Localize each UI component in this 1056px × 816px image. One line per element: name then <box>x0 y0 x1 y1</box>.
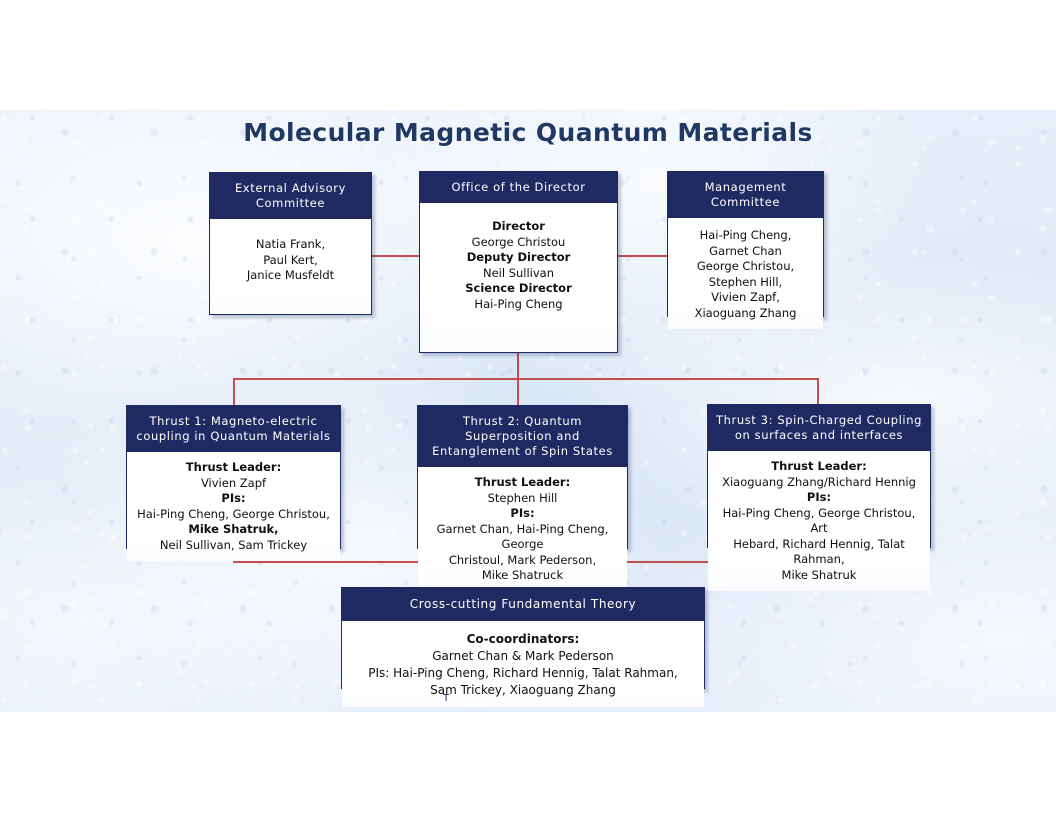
director-label: Director <box>492 219 545 233</box>
thrust2-leader-label: Thrust Leader: <box>474 475 571 489</box>
eac-member-2: Paul Kert, <box>263 252 318 267</box>
thrust3-pis-line-1: Hai-Ping Cheng, George Christou, Art <box>722 505 916 536</box>
box-office-of-the-director[interactable]: Office of the Director Director George C… <box>419 171 618 353</box>
thrust3-pis-label: PIs: <box>806 490 832 504</box>
box-thrust-3[interactable]: Thrust 3: Spin-Charged Coupling on surfa… <box>707 404 931 591</box>
box-header-external-advisory: External Advisory Committee <box>210 173 371 219</box>
box-header-cross-cutting: Cross-cutting Fundamental Theory <box>342 588 704 621</box>
connector-director-to-management <box>618 255 667 257</box>
connector-bus-drop-thrust3 <box>817 378 819 415</box>
deputy-director-name: Neil Sullivan <box>482 265 555 280</box>
mgmt-member-3: George Christou, <box>696 259 795 273</box>
mgmt-member-5: Vivien Zapf, <box>711 290 780 304</box>
box-external-advisory-committee[interactable]: External Advisory Committee Natia Frank,… <box>209 172 372 315</box>
box-body-cross-cutting: Co-coordinators: Garnet Chan & Mark Pede… <box>342 621 704 707</box>
crosscut-pis-line-1: PIs: Hai-Ping Cheng, Richard Hennig, Tal… <box>368 666 678 680</box>
thrust3-pis-line-2: Hebard, Richard Hennig, Talat Rahman, <box>733 536 905 567</box>
box-header-thrust-1: Thrust 1: Magneto-electric coupling in Q… <box>127 406 340 452</box>
box-body-thrust-3: Thrust Leader: Xiaoguang Zhang/Richard H… <box>708 451 930 591</box>
mgmt-member-6: Xiaoguang Zhang <box>694 305 797 320</box>
box-header-thrust-2: Thrust 2: Quantum Superposition and Enta… <box>418 406 627 467</box>
slide-canvas: Molecular Magnetic Quantum Materials Ext… <box>0 110 1056 712</box>
mgmt-member-1: Hai-Ping Cheng, <box>699 228 792 242</box>
box-body-thrust-1: Thrust Leader: Vivien Zapf PIs: Hai-Ping… <box>127 452 340 561</box>
crosscut-coordinators-label: Co-coordinators: <box>466 632 580 646</box>
box-cross-cutting-fundamental-theory[interactable]: Cross-cutting Fundamental Theory Co-coor… <box>341 587 705 707</box>
mgmt-member-2: Garnet Chan <box>709 243 782 258</box>
eac-member-1: Natia Frank, <box>255 237 326 251</box>
thrust1-pis-line-2: Mike Shatruk, <box>188 522 279 536</box>
connector-eac-to-director <box>372 255 419 257</box>
thrust2-pis-label: PIs: <box>510 506 535 520</box>
thrust2-pis-line-3: Mike Shatruck <box>481 568 564 582</box>
director-name: George Christou <box>471 234 566 249</box>
science-director-label: Science Director <box>465 281 572 295</box>
box-body-thrust-2: Thrust Leader: Stephen Hill PIs: Garnet … <box>418 467 627 592</box>
eac-member-3: Janice Musfeldt <box>246 268 335 282</box>
crosscut-coordinators-names: Garnet Chan & Mark Pederson <box>432 649 614 663</box>
deputy-director-label: Deputy Director <box>466 250 571 264</box>
thrust1-pis-label: PIs: <box>221 491 246 505</box>
box-header-thrust-3: Thrust 3: Spin-Charged Coupling on surfa… <box>708 405 930 451</box>
thrust3-pis-line-3: Mike Shatruk <box>781 567 857 582</box>
crosscut-pis-line-2: Sam Trickey, Xiaoguang Zhang <box>430 683 616 697</box>
thrust3-leader-name: Xiaoguang Zhang/Richard Hennig <box>722 474 916 489</box>
box-thrust-1[interactable]: Thrust 1: Magneto-electric coupling in Q… <box>126 405 341 561</box>
connector-thrust-bus <box>233 378 819 380</box>
connector-bus-drop-thrust2 <box>517 378 519 415</box>
box-body-office-of-director: Director George Christou Deputy Director… <box>420 203 617 352</box>
thrust2-leader-name: Stephen Hill <box>487 490 558 505</box>
box-header-office-of-director: Office of the Director <box>420 172 617 203</box>
mgmt-member-4: Stephen Hill, <box>708 274 783 289</box>
thrust1-pis-line-3: Neil Sullivan, Sam Trickey <box>159 537 308 552</box>
thrust2-pis-line-2: Christoul, Mark Pederson, <box>448 552 597 567</box>
box-body-management-committee: Hai-Ping Cheng, Garnet Chan George Chris… <box>668 218 823 329</box>
box-header-management-committee: Management Committee <box>668 172 823 218</box>
connector-bus-drop-thrust1 <box>233 378 235 415</box>
page-title: Molecular Magnetic Quantum Materials <box>243 118 813 147</box>
thrust3-leader-label: Thrust Leader: <box>771 459 867 473</box>
thrust2-pis-line-1: Garnet Chan, Hai-Ping Cheng, George <box>436 521 609 552</box>
stray-glyph-artifact: T <box>443 693 450 704</box>
science-director-name: Hai-Ping Cheng <box>474 296 563 311</box>
box-management-committee[interactable]: Management Committee Hai-Ping Cheng, Gar… <box>667 171 824 329</box>
box-thrust-2[interactable]: Thrust 2: Quantum Superposition and Enta… <box>417 405 628 592</box>
thrust1-leader-label: Thrust Leader: <box>185 460 282 474</box>
thrust1-leader-name: Vivien Zapf <box>200 475 267 490</box>
box-body-external-advisory: Natia Frank, Paul Kert, Janice Musfeldt <box>210 219 371 314</box>
thrust1-pis-line-1: Hai-Ping Cheng, George Christou, <box>137 506 330 521</box>
